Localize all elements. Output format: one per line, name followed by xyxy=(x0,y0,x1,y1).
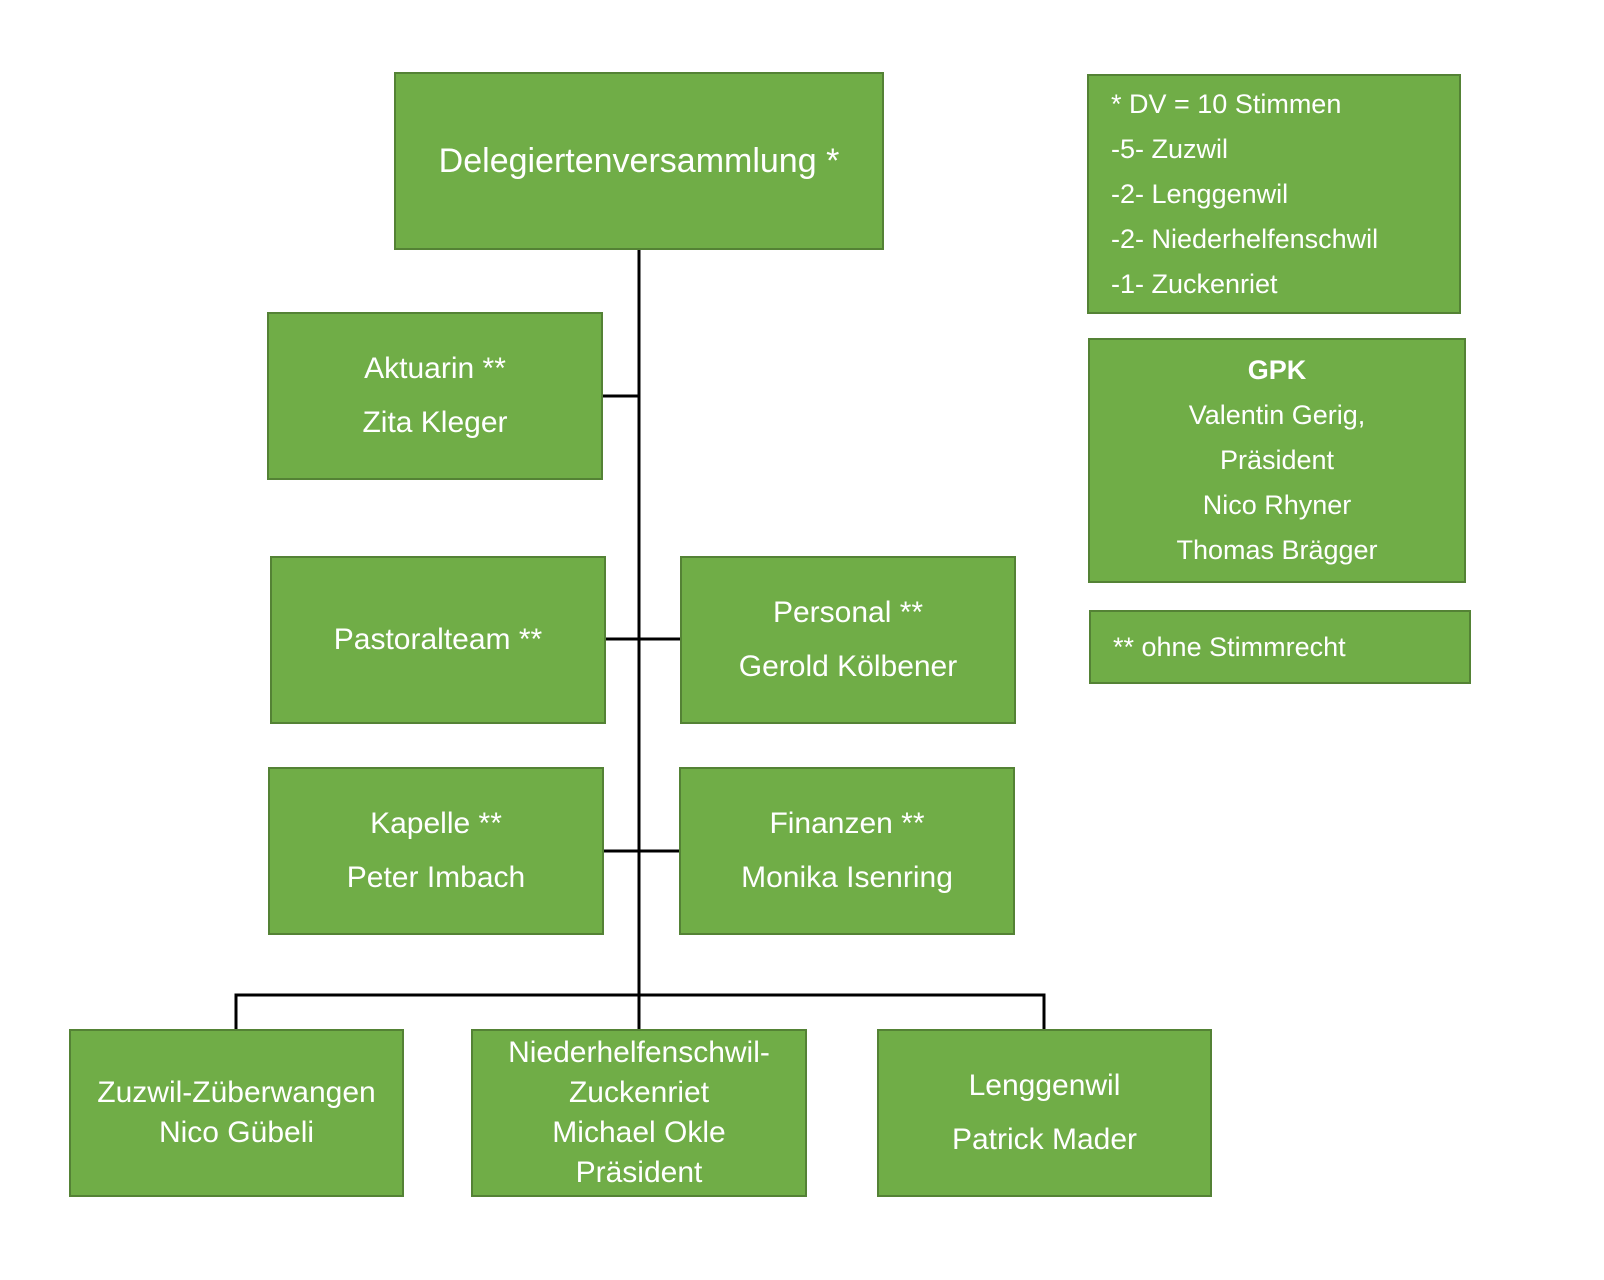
box-personal: Personal ** Gerold Kölbener xyxy=(680,556,1016,724)
gpk-member: Valentin Gerig, xyxy=(1188,400,1366,430)
box-pastoralteam: Pastoralteam ** xyxy=(270,556,606,724)
box-lenggenwil: Lenggenwil Patrick Mader xyxy=(877,1029,1212,1197)
box-person: Patrick Mader xyxy=(951,1123,1138,1156)
box-title: Finanzen ** xyxy=(769,807,925,840)
box-title: Kapelle ** xyxy=(370,807,502,840)
box-niederhelfenschwil: Niederhelfenschwil- Zuckenriet Michael O… xyxy=(471,1029,807,1197)
box-gpk: GPK Valentin Gerig, Präsident Nico Rhyne… xyxy=(1088,338,1466,583)
legend-line: * DV = 10 Stimmen xyxy=(1111,88,1342,119)
box-person: Peter Imbach xyxy=(346,861,526,894)
box-title: Zuzwil-Züberwangen xyxy=(97,1076,376,1109)
box-person: Nico Gübeli xyxy=(158,1116,315,1149)
gpk-member: Thomas Brägger xyxy=(1176,535,1378,565)
gpk-member: Nico Rhyner xyxy=(1202,490,1352,520)
box-zuzwil: Zuzwil-Züberwangen Nico Gübeli xyxy=(69,1029,404,1197)
box-finanzen: Finanzen ** Monika Isenring xyxy=(679,767,1015,935)
box-title: Lenggenwil xyxy=(968,1069,1121,1102)
gpk-member: Präsident xyxy=(1219,445,1335,475)
root-label: Delegiertenversammlung * xyxy=(438,142,840,180)
box-person: Gerold Kölbener xyxy=(738,650,958,683)
box-title: Personal ** xyxy=(772,596,924,629)
box-title: Aktuarin ** xyxy=(364,352,506,385)
gpk-title: GPK xyxy=(1247,355,1307,385)
box-person: Michael Okle xyxy=(552,1116,726,1149)
legend-line: -5- Zuzwil xyxy=(1111,133,1229,164)
box-aktuarin: Aktuarin ** Zita Kleger xyxy=(267,312,603,480)
box-person: Zita Kleger xyxy=(362,406,508,439)
box-kapelle: Kapelle ** Peter Imbach xyxy=(268,767,604,935)
box-title: Pastoralteam ** xyxy=(333,623,543,656)
legend-line: -1- Zuckenriet xyxy=(1111,268,1278,299)
box-role: Präsident xyxy=(575,1156,703,1189)
box-person: Monika Isenring xyxy=(741,861,953,894)
legend-line: ** ohne Stimmrecht xyxy=(1113,631,1346,662)
root-box-delegiertenversammlung: Delegiertenversammlung * xyxy=(394,72,884,250)
box-title-2: Zuckenriet xyxy=(568,1076,710,1109)
legend-line: -2- Lenggenwil xyxy=(1111,178,1289,209)
legend-no-vote: ** ohne Stimmrecht xyxy=(1089,610,1471,684)
legend-votes: * DV = 10 Stimmen -5- Zuzwil -2- Lenggen… xyxy=(1087,74,1461,314)
box-title: Niederhelfenschwil- xyxy=(508,1036,770,1069)
legend-line: -2- Niederhelfenschwil xyxy=(1111,223,1379,254)
